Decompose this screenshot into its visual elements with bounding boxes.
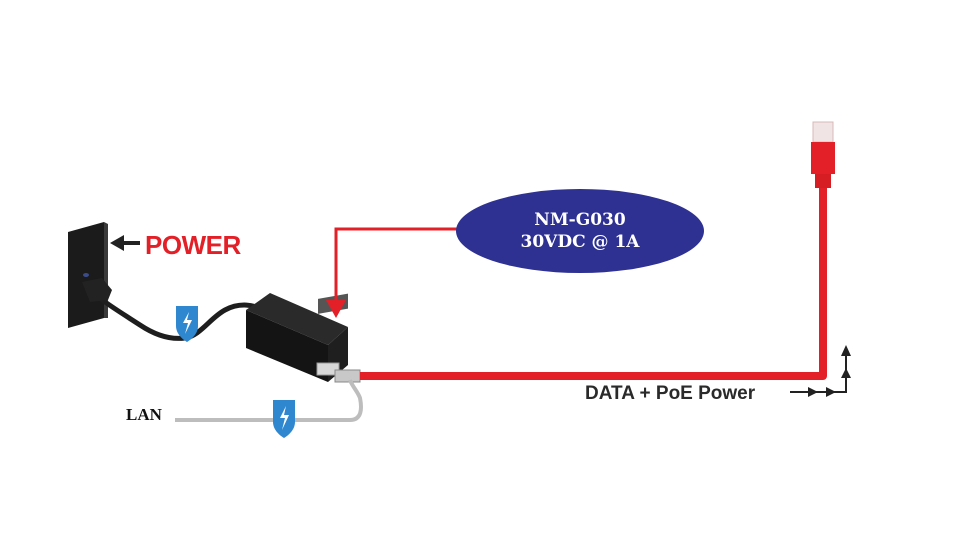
power-arrow-icon (110, 235, 140, 251)
rj45-connector-icon (811, 121, 835, 188)
wall-outlet-icon (68, 222, 108, 328)
surge-protection-shield-icon (176, 306, 198, 342)
lan-label: LAN (126, 405, 162, 424)
lan-cable (175, 379, 363, 422)
surge-protection-shield-icon (273, 400, 295, 438)
rj45-connector-icon (316, 362, 361, 383)
injector-rating: 30VDC @ 1A (520, 232, 640, 252)
injector-callout-oval (456, 189, 704, 273)
direction-arrows-icon (790, 345, 851, 397)
power-label: POWER (145, 230, 241, 260)
injector-model: NM-G030 (534, 210, 626, 230)
power-cable (85, 285, 265, 341)
data-poe-label: DATA + PoE Power (585, 383, 756, 404)
callout-arrow (326, 227, 462, 318)
power-plug-icon (82, 278, 112, 302)
poe-data-cable (360, 185, 827, 380)
